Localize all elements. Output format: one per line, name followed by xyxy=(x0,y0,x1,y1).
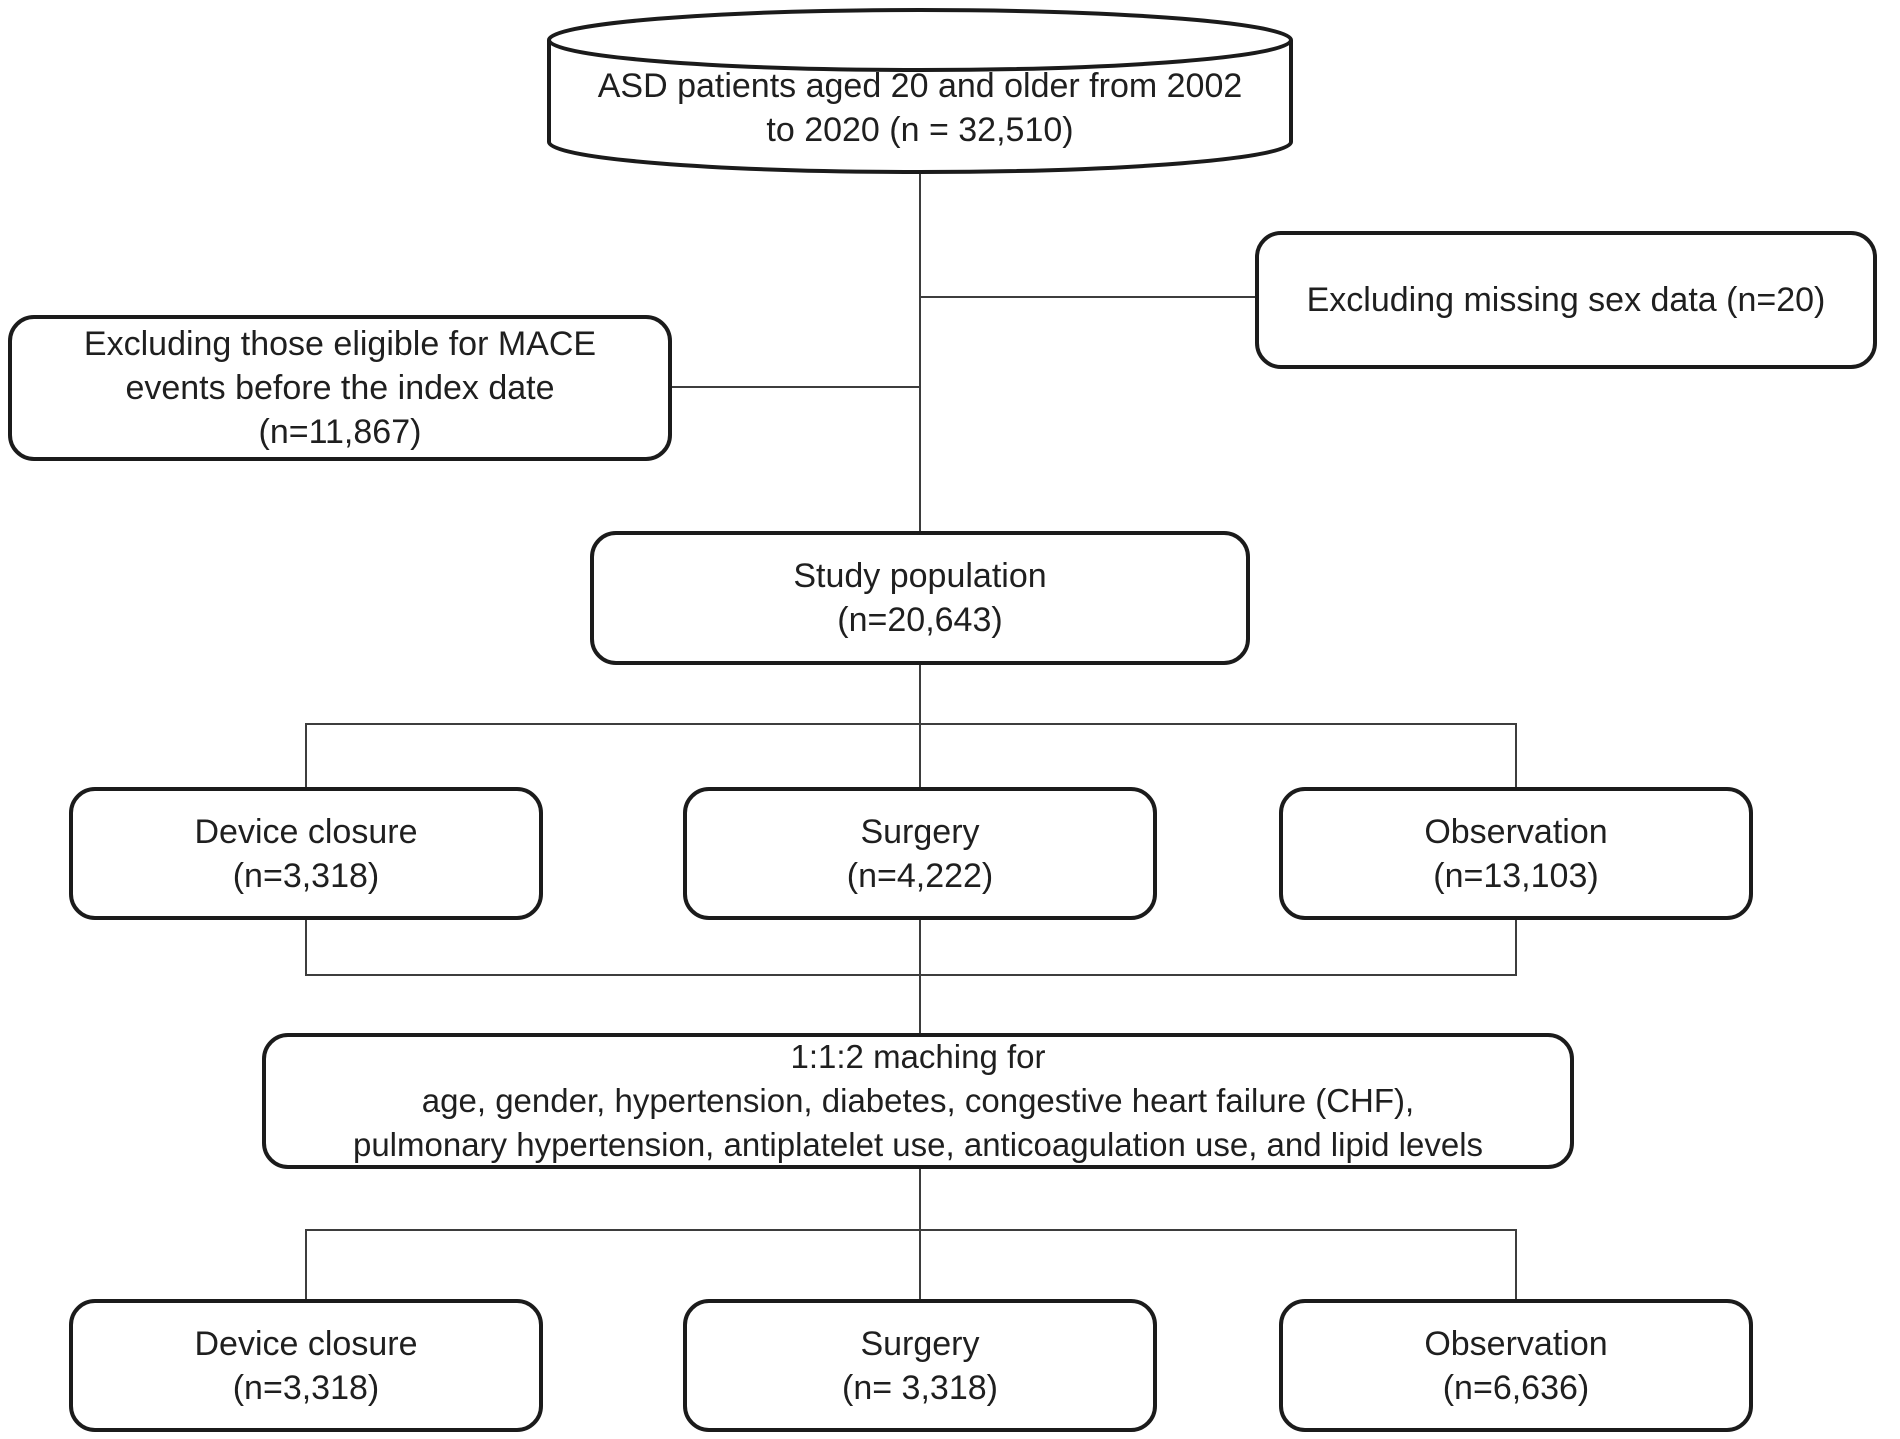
connector-merge-middle-drop xyxy=(919,920,921,1033)
node-pre-observation-text: Observation (n=13,103) xyxy=(1424,812,1608,895)
connector-split2-horizontal xyxy=(305,1229,1517,1231)
connector-split2-middle-drop xyxy=(919,1231,921,1299)
node-post-observation: Observation (n=6,636) xyxy=(1279,1299,1753,1432)
node-source-population: ASD patients aged 20 and older from 2002… xyxy=(546,6,1294,176)
node-matching-criteria: 1:1:2 maching for age, gender, hypertens… xyxy=(262,1033,1574,1169)
connector-merge-right-drop xyxy=(1515,920,1517,976)
node-post-observation-text: Observation (n=6,636) xyxy=(1424,1324,1608,1407)
connector-split1-right-drop xyxy=(1515,725,1517,787)
connector-study-to-split xyxy=(919,665,921,725)
connector-split1-horizontal xyxy=(305,723,1517,725)
node-pre-observation: Observation (n=13,103) xyxy=(1279,787,1753,920)
connector-trunk xyxy=(919,174,921,532)
connector-split2-right-drop xyxy=(1515,1231,1517,1299)
node-exclusion-sex-text: Excluding missing sex data (n=20) xyxy=(1306,281,1826,319)
connector-split1-left-drop xyxy=(305,725,307,787)
connector-branch-exclusion-sex xyxy=(920,296,1256,298)
node-study-population: Study population (n=20,643) xyxy=(590,531,1250,665)
node-matching-criteria-text: 1:1:2 maching for age, gender, hypertens… xyxy=(352,1038,1484,1163)
node-study-population-text: Study population (n=20,643) xyxy=(793,557,1047,639)
cylinder-shape xyxy=(547,8,1293,174)
node-exclusion-sex: Excluding missing sex data (n=20) xyxy=(1255,231,1877,369)
node-post-device-closure: Device closure (n=3,318) xyxy=(69,1299,543,1432)
node-source-text: ASD patients aged 20 and older from 2002… xyxy=(597,67,1243,149)
node-post-surgery-text: Surgery (n= 3,318) xyxy=(842,1324,998,1407)
node-post-device-closure-text: Device closure (n=3,318) xyxy=(194,1324,418,1407)
connector-branch-exclusion-mace xyxy=(672,386,920,388)
node-pre-surgery: Surgery (n=4,222) xyxy=(683,787,1157,920)
node-pre-surgery-text: Surgery (n=4,222) xyxy=(846,812,994,895)
node-post-surgery: Surgery (n= 3,318) xyxy=(683,1299,1157,1432)
connector-split1-middle-drop xyxy=(919,725,921,787)
connector-merge-horizontal xyxy=(305,974,1517,976)
node-pre-device-closure-text: Device closure (n=3,318) xyxy=(194,812,418,895)
node-exclusion-mace: Excluding those eligible for MACE events… xyxy=(8,315,672,461)
node-exclusion-mace-text: Excluding those eligible for MACE events… xyxy=(83,325,597,451)
connector-merge-left-drop xyxy=(305,920,307,976)
connector-matching-to-split xyxy=(919,1167,921,1230)
connector-split2-left-drop xyxy=(305,1231,307,1299)
node-pre-device-closure: Device closure (n=3,318) xyxy=(69,787,543,920)
